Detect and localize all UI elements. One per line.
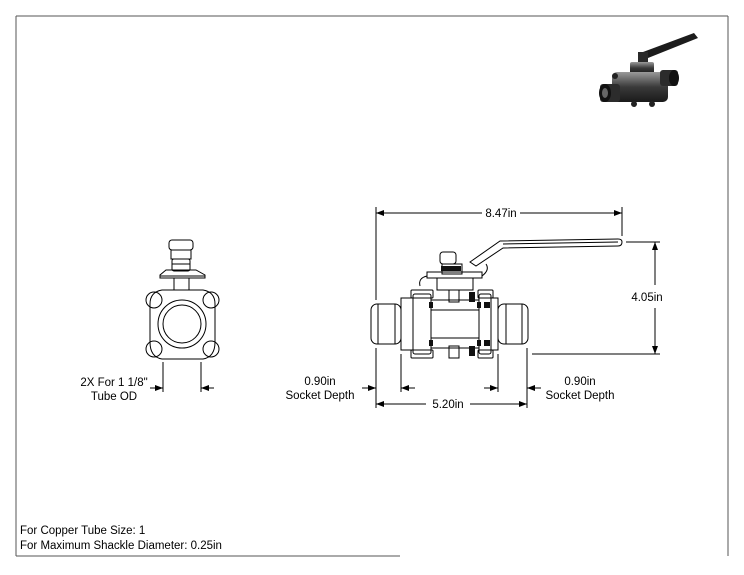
left-socket-depth-value: 0.90in [304, 376, 335, 388]
note-shackle-diameter: For Maximum Shackle Diameter: 0.25in [20, 540, 222, 552]
side-view-accents [429, 266, 490, 356]
overall-length-label: 8.47in [485, 208, 516, 220]
tube-od-label-line1: 2X For 1 1/8" [80, 377, 147, 389]
dimension-lines [362, 210, 658, 407]
side-view [370, 238, 623, 359]
tube-od-label-line2: Tube OD [91, 391, 137, 403]
note-copper-tube-size: For Copper Tube Size: 1 [20, 525, 146, 537]
right-socket-depth-value: 0.90in [564, 376, 595, 388]
end-view [145, 239, 220, 392]
sheet-border [15, 15, 729, 557]
right-socket-depth-label: Socket Depth [545, 390, 614, 402]
isometric-valve-render [599, 33, 698, 107]
body-length-label: 5.20in [432, 399, 463, 411]
side-view-extension-lines [375, 207, 660, 408]
overall-height-label: 4.05in [631, 292, 662, 304]
left-socket-depth-label: Socket Depth [285, 390, 354, 402]
